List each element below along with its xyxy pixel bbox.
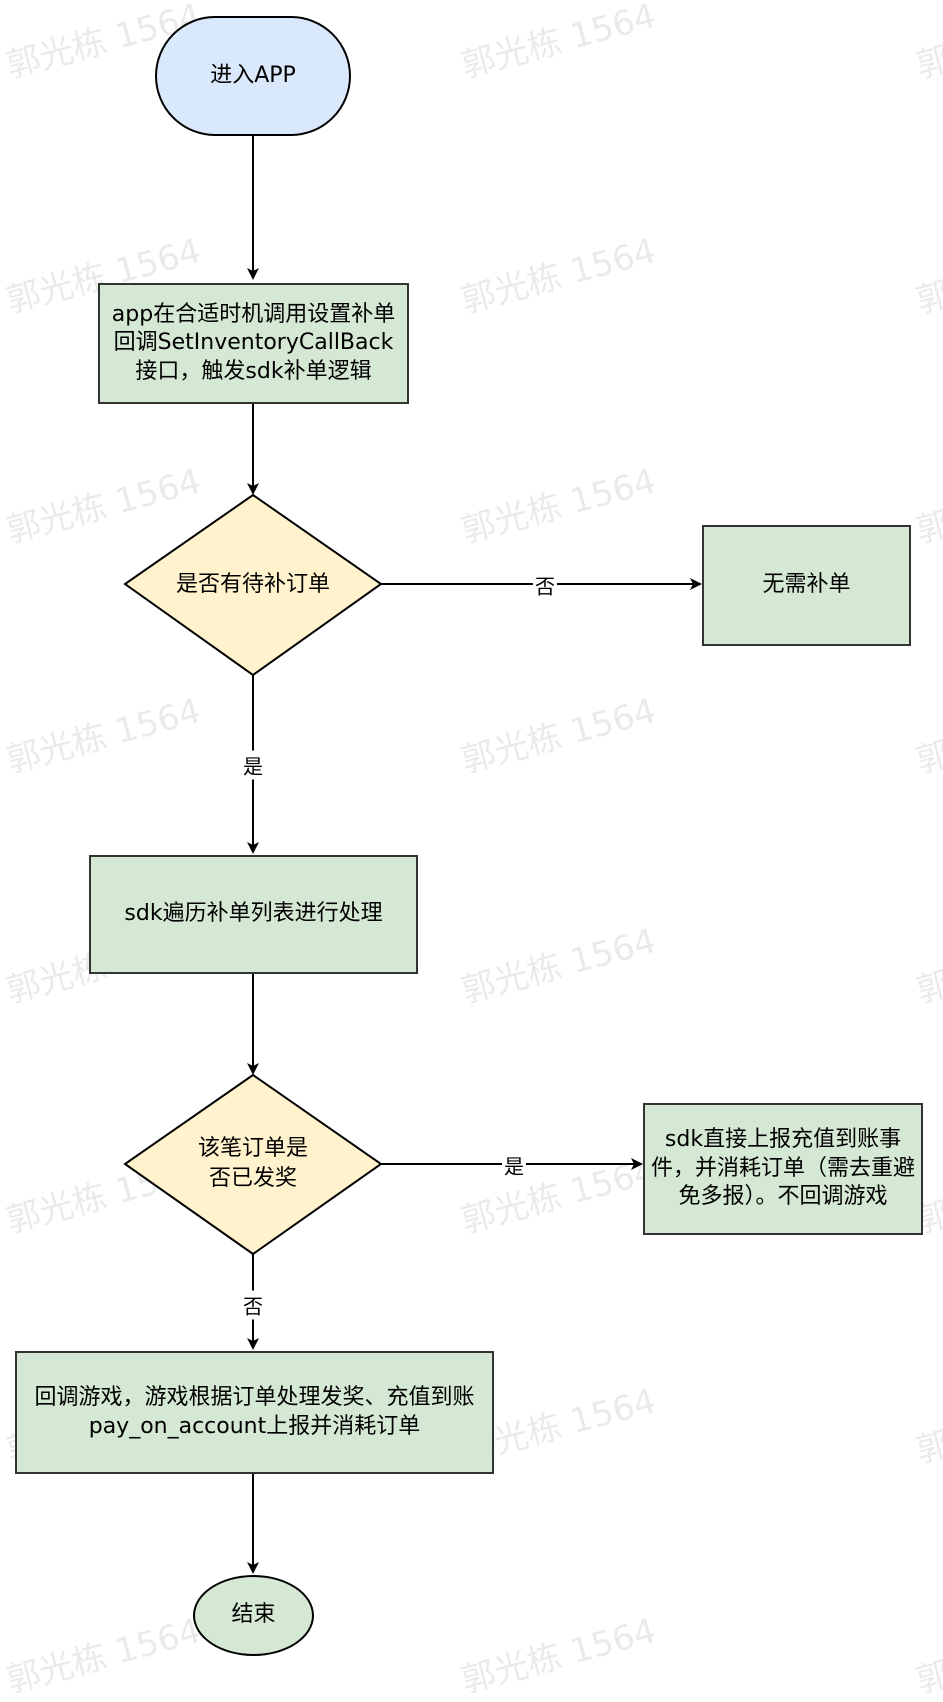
report-direct-label: sdk直接上报充值到账事件，并消耗订单（需去重避免多报）。不回调游戏 xyxy=(650,1127,915,1210)
traverse-label: sdk遍历补单列表进行处理 xyxy=(124,901,383,927)
report-direct-node: sdk直接上报充值到账事件，并消耗订单（需去重避免多报）。不回调游戏 xyxy=(643,1103,923,1235)
decision-has-pending-shape xyxy=(123,493,383,677)
traverse-node: sdk遍历补单列表进行处理 xyxy=(89,855,418,974)
start-node: 进入APP xyxy=(155,16,351,136)
decision-rewarded-label: 该笔订单是否已发奖 xyxy=(197,1136,308,1191)
no-need-label: 无需补单 xyxy=(762,572,851,598)
end-label: 结束 xyxy=(231,1602,276,1628)
set-callback-label: app在合适时机调用设置补单回调SetInventoryCallBack接口，触… xyxy=(111,301,396,384)
edge-label-pending-no: 否 xyxy=(533,570,557,600)
end-node: 结束 xyxy=(193,1575,314,1656)
decision-rewarded: 该笔订单是否已发奖 xyxy=(190,1126,316,1202)
set-callback-node: app在合适时机调用设置补单回调SetInventoryCallBack接口，触… xyxy=(98,283,409,404)
decision-rewarded-shape xyxy=(123,1073,383,1256)
decision-has-pending-label: 是否有待补订单 xyxy=(175,572,330,598)
decision-has-pending: 是否有待补订单 xyxy=(155,555,351,615)
callback-game-label: 回调游戏，游戏根据订单处理发奖、充值到账pay_on_account上报并消耗订… xyxy=(34,1384,475,1439)
no-need-node: 无需补单 xyxy=(702,525,911,646)
callback-game-node: 回调游戏，游戏根据订单处理发奖、充值到账pay_on_account上报并消耗订… xyxy=(15,1351,494,1474)
start-label: 进入APP xyxy=(210,62,296,88)
edge-label-pending-yes: 是 xyxy=(241,750,265,780)
edge-label-rewarded-no: 否 xyxy=(241,1290,265,1320)
edge-label-rewarded-yes: 是 xyxy=(502,1150,526,1180)
